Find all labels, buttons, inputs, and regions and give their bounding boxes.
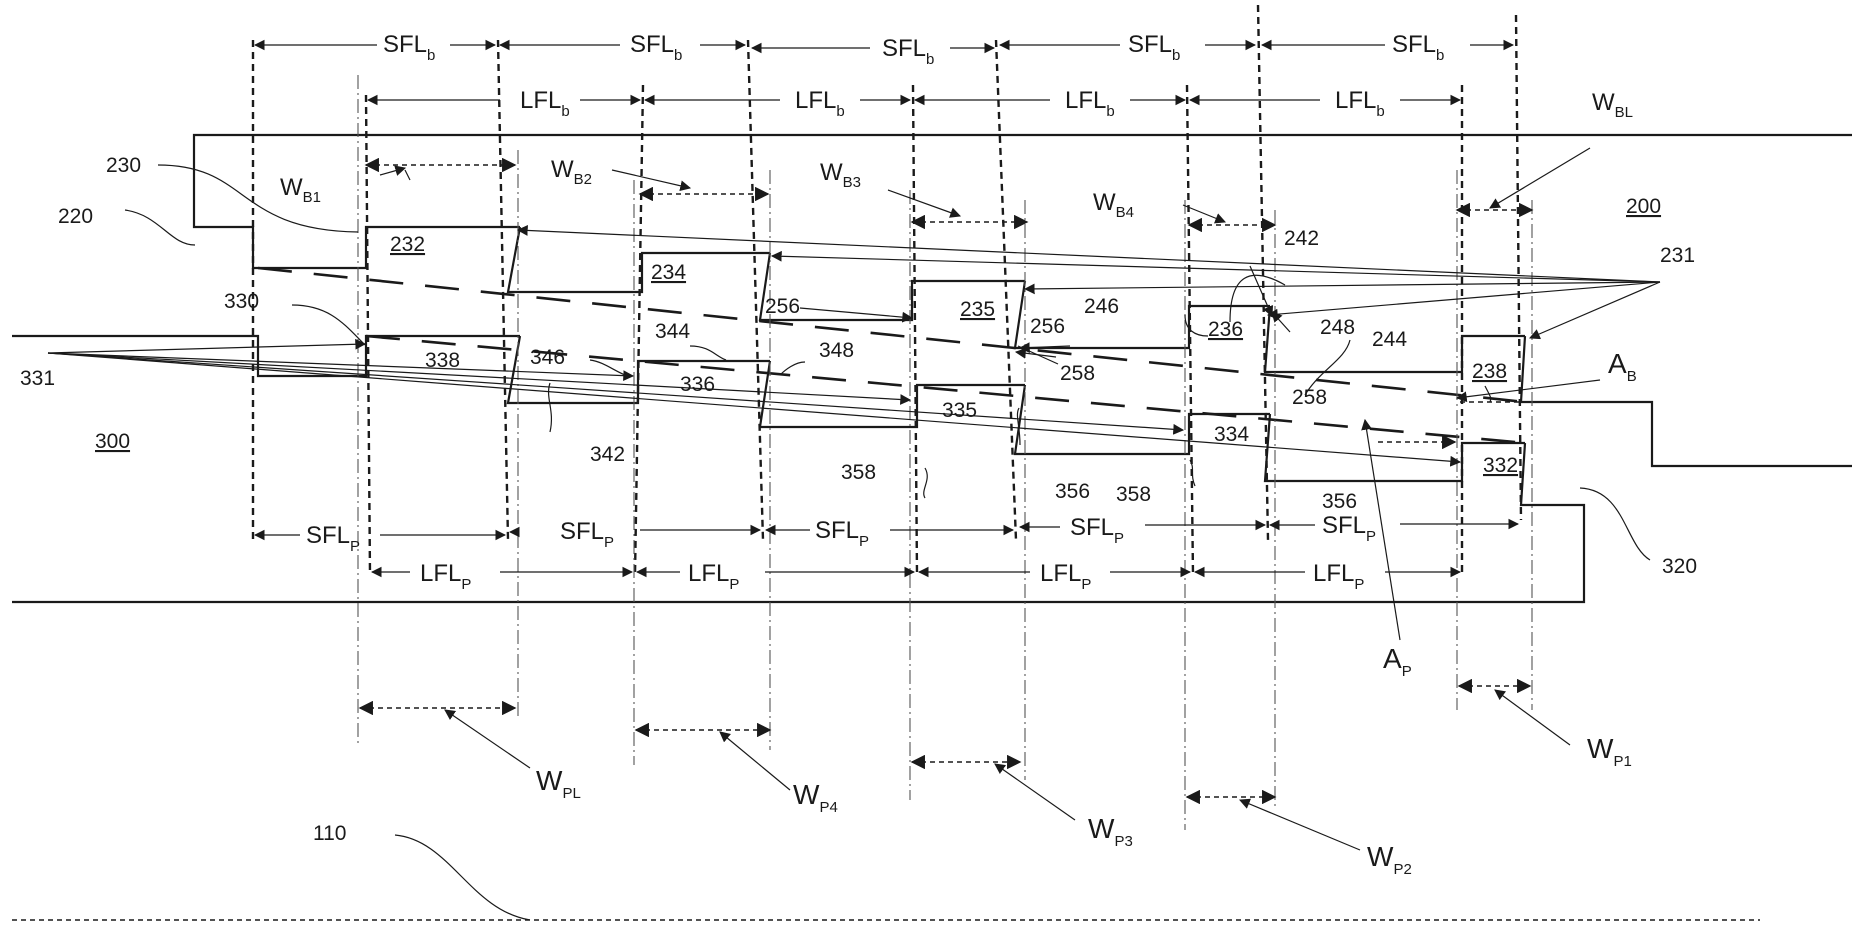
ref-248: 248	[1320, 316, 1355, 339]
ref-244: 244	[1372, 328, 1407, 351]
ref-234: 234	[651, 261, 686, 284]
ref-338: 338	[425, 349, 460, 372]
wpl-label: WPL	[536, 765, 581, 802]
box-member-outline	[192, 133, 1852, 468]
wp3-label: WP3	[1088, 813, 1133, 850]
sfl-p-label-2: SFLP	[560, 518, 614, 551]
lfl-b-label-2: LFLb	[795, 87, 845, 120]
ref-110: 110	[313, 822, 346, 845]
ref-236: 236	[1208, 318, 1243, 341]
sfl-p-label-3: SFLP	[815, 517, 869, 550]
sfl-p-label-1: SFLP	[306, 522, 360, 555]
ref-256b: 256	[1030, 315, 1065, 338]
sfl-b-label-2: SFLb	[630, 31, 682, 64]
wbl-label: WBL	[1592, 89, 1633, 121]
ref-232: 232	[390, 233, 425, 256]
ref-342: 342	[590, 443, 625, 466]
ref-230: 230	[106, 154, 141, 177]
ref-332: 332	[1483, 454, 1518, 477]
ref-231: 231	[1660, 244, 1695, 267]
ref-242: 242	[1284, 227, 1319, 250]
ref-256a: 256	[765, 295, 800, 318]
lfl-p-label-1: LFLP	[420, 560, 471, 593]
width-guides	[357, 75, 1533, 830]
ref-336: 336	[680, 373, 715, 396]
ref-346: 346	[530, 346, 565, 369]
ref-300: 300	[95, 430, 130, 453]
sfl-p-label-5: SFLP	[1322, 512, 1376, 545]
ref-335: 335	[942, 399, 977, 422]
lfl-p-label-4: LFLP	[1313, 560, 1364, 593]
vertical-guides	[251, 4, 1523, 576]
wp1-label: WP1	[1587, 733, 1632, 770]
ref-358b: 358	[1116, 483, 1151, 506]
wb4-label: WB4	[1093, 189, 1134, 221]
ref-238: 238	[1472, 360, 1507, 383]
wb3-label: WB3	[820, 159, 861, 191]
sfl-b-label-3: SFLb	[882, 35, 934, 68]
lfl-b-label-1: LFLb	[520, 87, 570, 120]
ref-235: 235	[960, 298, 995, 321]
sfl-p-label-4: SFLP	[1070, 514, 1124, 547]
curved-leaders	[124, 164, 1651, 921]
ap-label: AP	[1383, 643, 1412, 680]
ref-330: 330	[224, 290, 259, 313]
ab-label: AB	[1608, 348, 1637, 385]
ref-356a: 356	[1055, 480, 1090, 503]
wb2-label: WB2	[551, 156, 592, 188]
ref-348: 348	[819, 339, 854, 362]
sfl-b-label-5: SFLb	[1392, 31, 1444, 64]
taper-lines	[257, 266, 1526, 445]
lfl-p-label-2: LFLP	[688, 560, 739, 593]
ref-258a: 258	[1060, 362, 1095, 385]
bottom-dimension-arrows	[253, 518, 1520, 578]
sfl-b-label-4: SFLb	[1128, 31, 1180, 64]
ref-246: 246	[1084, 295, 1119, 318]
ref-200: 200	[1626, 195, 1661, 218]
ref-356b: 356	[1322, 490, 1357, 513]
lfl-b-label-3: LFLb	[1065, 87, 1115, 120]
lfl-p-label-3: LFLP	[1040, 560, 1091, 593]
ref-358a: 358	[841, 461, 876, 484]
ref-344: 344	[655, 320, 690, 343]
labels: SFLb SFLb SFLb SFLb SFLb LFLb LFLb LFLb …	[20, 31, 1697, 878]
leader-lines	[47, 147, 1661, 851]
wp4-label: WP4	[793, 779, 838, 816]
wp2-label: WP2	[1367, 841, 1412, 878]
ref-331: 331	[20, 367, 55, 390]
ref-220: 220	[58, 205, 93, 228]
top-dimension-arrows	[253, 39, 1515, 106]
width-double-arrows	[358, 157, 1534, 805]
sfl-b-label-1: SFLb	[383, 31, 435, 64]
wb1-label: WB1	[280, 174, 321, 206]
ref-320: 320	[1662, 555, 1697, 578]
ref-258b: 258	[1292, 386, 1327, 409]
lfl-b-label-4: LFLb	[1335, 87, 1385, 120]
ref-334: 334	[1214, 423, 1249, 446]
